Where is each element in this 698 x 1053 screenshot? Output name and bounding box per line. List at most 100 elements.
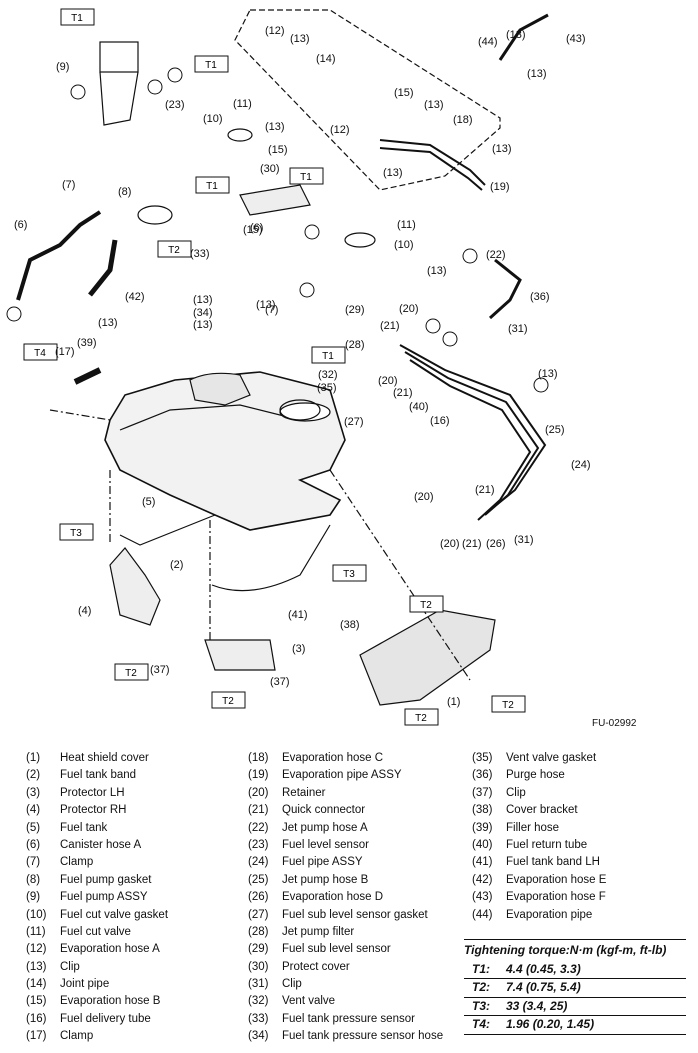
part-callout: (12) xyxy=(265,25,285,37)
torque-row: T2:7.4 (0.75, 5.4) xyxy=(464,979,686,998)
legend-row: (20)Retainer xyxy=(248,786,326,799)
part-callout: (20) xyxy=(440,538,460,550)
torque-code-box xyxy=(59,523,94,541)
part-callout: (13) xyxy=(98,317,118,329)
torque-table: Tightening torque:N·m (kgf-m, ft-lb) T1:… xyxy=(464,939,686,1035)
part-callout: (6) xyxy=(14,219,27,231)
part-callout: (16) xyxy=(430,415,450,427)
part-callout: (39) xyxy=(77,337,97,349)
legend-row: (4)Protector RH xyxy=(26,804,127,817)
legend-row: (29)Fuel sub level sensor xyxy=(248,943,391,956)
torque-code-box xyxy=(332,564,367,582)
torque-code-box xyxy=(211,691,246,709)
part-callout: (13) xyxy=(506,29,526,41)
part-callout: (10) xyxy=(203,113,223,125)
torque-row: T1:4.4 (0.45, 3.3) xyxy=(464,961,686,980)
part-callout: (13) xyxy=(424,99,444,111)
part-callout: (21) xyxy=(462,538,482,550)
legend-column-2: (18)Evaporation hose C (19)Evaporation p… xyxy=(248,750,443,1046)
torque-code-label: T2 xyxy=(502,700,514,711)
legend-row: (6)Canister hose A xyxy=(26,838,142,851)
part-callout: (31) xyxy=(514,534,534,546)
part-callout: (4) xyxy=(78,605,91,617)
torque-code-box xyxy=(491,695,526,713)
part-callout: (13) xyxy=(193,294,213,306)
legend-row: (12)Evaporation hose A xyxy=(26,943,160,956)
legend-row: (33)Fuel tank pressure sensor xyxy=(248,1012,415,1025)
part-callout: (5) xyxy=(142,496,155,508)
legend-row: (17)Clamp xyxy=(26,1030,94,1043)
part-callout: (13) xyxy=(383,167,403,179)
legend-row: (39)Filler hose xyxy=(472,821,560,834)
legend-row: (32)Vent valve xyxy=(248,995,336,1008)
legend-row: (43)Evaporation hose F xyxy=(472,891,606,904)
part-callout: (13) xyxy=(256,299,276,311)
legend-row: (5)Fuel tank xyxy=(26,821,108,834)
part-callout: (20) xyxy=(414,491,434,503)
part-callout: (20) xyxy=(399,303,419,315)
part-callout: (13) xyxy=(538,368,558,380)
torque-code-label: T1 xyxy=(71,13,83,24)
part-callout: (11) xyxy=(397,219,416,231)
part-callout: (15) xyxy=(268,144,288,156)
part-callout: (27) xyxy=(344,416,364,428)
torque-code-label: T2 xyxy=(420,600,432,611)
legend-row: (10)Fuel cut valve gasket xyxy=(26,908,169,921)
legend-row: (19)Evaporation pipe ASSY xyxy=(248,769,402,782)
torque-code-box xyxy=(289,167,324,185)
legend-row: (13)Clip xyxy=(26,960,80,973)
part-callout: (12) xyxy=(330,124,350,136)
torque-code-label: T2 xyxy=(168,245,180,256)
legend-row: (34)Fuel tank pressure sensor hose xyxy=(248,1030,444,1043)
legend-row: (15)Evaporation hose B xyxy=(26,995,161,1008)
legend-row: (41)Fuel tank band LH xyxy=(472,856,600,869)
legend-row: (2)Fuel tank band xyxy=(26,769,137,782)
part-callout: (21) xyxy=(475,484,495,496)
part-callout: (43) xyxy=(566,33,586,45)
part-callout: (15) xyxy=(394,87,414,99)
legend-row: (14)Joint pipe xyxy=(26,978,110,991)
part-callout: (13) xyxy=(527,68,547,80)
part-callout: (37) xyxy=(270,676,290,688)
torque-code-label: T2 xyxy=(125,668,137,679)
legend-row: (42)Evaporation hose E xyxy=(472,873,607,886)
legend-row: (36)Purge hose xyxy=(472,769,565,782)
torque-code-box xyxy=(195,176,230,194)
part-callout: (25) xyxy=(545,424,565,436)
part-callout: (23) xyxy=(165,99,185,111)
legend-row: (35)Vent valve gasket xyxy=(472,752,597,764)
part-callout: (34) xyxy=(193,307,213,319)
torque-code-box xyxy=(23,343,58,361)
legend-row: (24)Fuel pipe ASSY xyxy=(248,856,363,869)
torque-code-box xyxy=(404,708,439,726)
part-callout: (11) xyxy=(233,98,252,110)
legend-row: (44)Evaporation pipe xyxy=(472,908,593,921)
part-callout: (9) xyxy=(56,61,69,73)
part-callout: (38) xyxy=(340,619,360,631)
torque-code-label: T1 xyxy=(322,351,334,362)
legend-row: (18)Evaporation hose C xyxy=(248,752,384,764)
torque-code-label: T1 xyxy=(300,172,312,183)
part-callout: (21) xyxy=(393,387,413,399)
exploded-diagram: T1 T1 T1 T1 T1 T2 T4 T3 T3 T2 T2 T2 T2 T… xyxy=(6,8,591,726)
legend-row: (1)Heat shield cover xyxy=(26,752,149,764)
part-callout: (42) xyxy=(125,291,145,303)
part-callout: (13) xyxy=(290,33,310,45)
torque-code-label: T3 xyxy=(70,528,82,539)
legend-row: (3)Protector LH xyxy=(26,786,125,799)
part-callout: (35) xyxy=(317,382,337,394)
part-callout: (33) xyxy=(190,248,210,260)
part-callout: (7) xyxy=(265,304,278,316)
part-callout: (31) xyxy=(508,323,528,335)
part-callout: (41) xyxy=(288,609,308,621)
torque-code-box xyxy=(194,55,229,73)
part-callout: (10) xyxy=(394,239,414,251)
part-callout: (1) xyxy=(447,696,460,708)
part-callout: (21) xyxy=(380,320,400,332)
part-callout: (7) xyxy=(62,179,75,191)
torque-code-box xyxy=(157,240,192,258)
legend-row: (31)Clip xyxy=(248,978,302,991)
legend-row: (11)Fuel cut valve xyxy=(26,925,131,938)
part-callout: (30) xyxy=(260,163,280,175)
part-callout: (24) xyxy=(571,459,591,471)
